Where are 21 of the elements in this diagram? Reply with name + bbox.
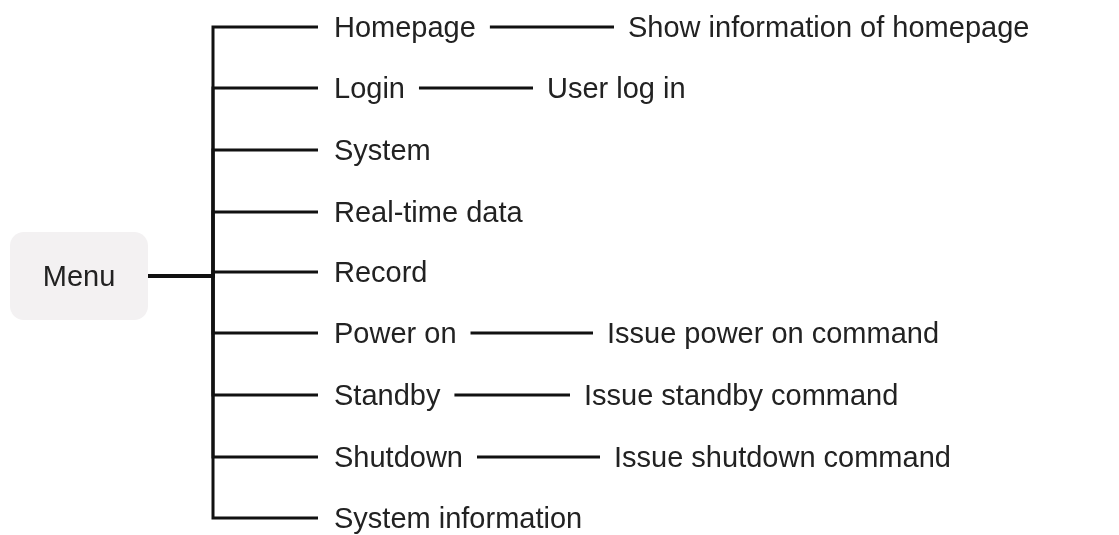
- menu-item-label: Real-time data: [334, 194, 523, 230]
- menu-item-label: User log in: [547, 70, 686, 106]
- menu-item-label: System: [334, 132, 431, 168]
- menu-item-label: Record: [334, 254, 428, 290]
- menu-item-label: Shutdown: [334, 439, 463, 475]
- menu-item-label: Issue power on command: [607, 315, 940, 351]
- menu-item-label: System information: [334, 500, 583, 535]
- connector-line: [470, 331, 593, 335]
- menu-item-label: Issue shutdown command: [614, 439, 951, 475]
- connector-line: [148, 274, 318, 520]
- menu-item-label: Issue standby command: [584, 377, 899, 413]
- menu-item-label: Show information of homepage: [628, 9, 1030, 45]
- connector-line: [418, 86, 533, 90]
- connector-line: [454, 393, 570, 397]
- connector-line: [489, 25, 614, 29]
- menu-item-label: Login: [334, 70, 405, 106]
- connector-line: [477, 455, 600, 459]
- menu-item-label: Power on: [334, 315, 457, 351]
- menu-box: Menu: [10, 232, 148, 320]
- menu-item-label: Homepage: [334, 9, 476, 45]
- menu-item-label: Standby: [334, 377, 441, 413]
